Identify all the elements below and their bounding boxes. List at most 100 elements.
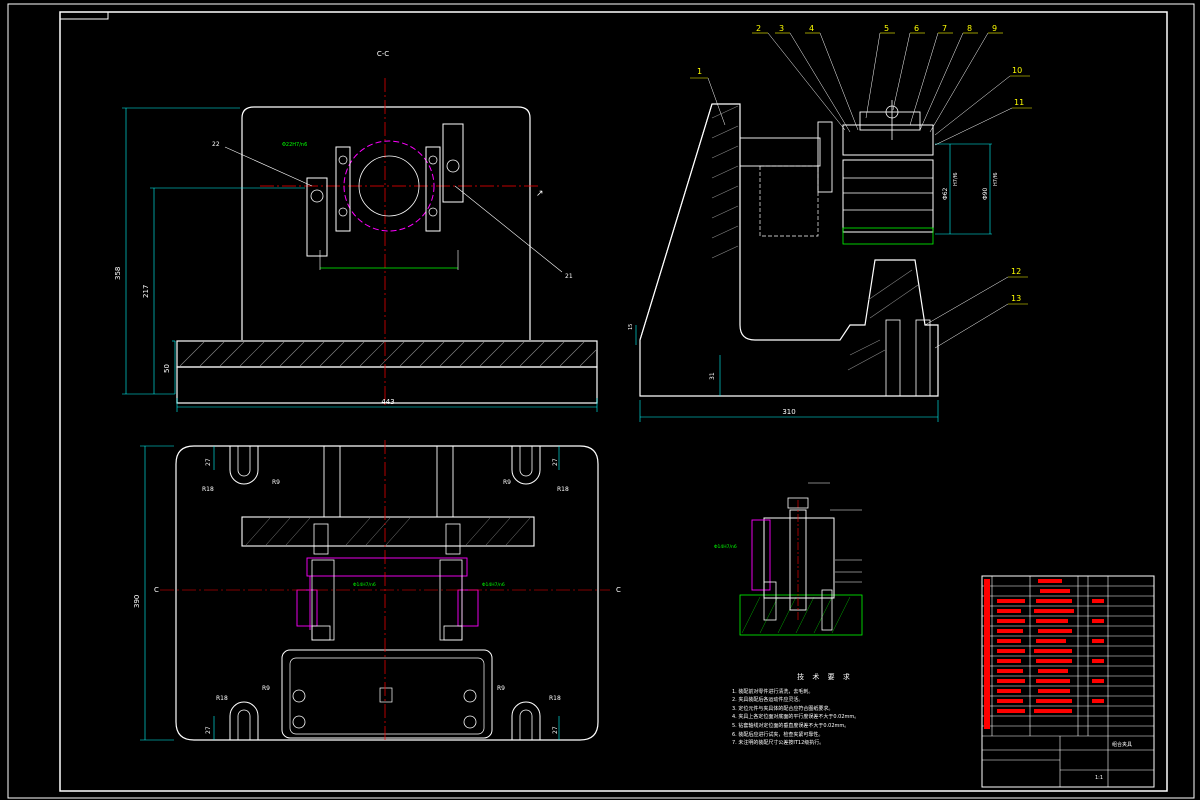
slot-bottom-left <box>229 701 259 740</box>
tech-req-item: 6. 装配后应进行试夹，检查夹紧可靠性。 <box>732 731 824 738</box>
front-ring-outer <box>343 140 435 232</box>
dim-390: 390 <box>133 595 141 608</box>
front-dimensions <box>122 107 598 412</box>
svg-text:10: 10 <box>1012 66 1022 75</box>
balloon-1: 1 <box>690 67 726 126</box>
inner-border <box>59 11 1168 792</box>
radius-r9-tl: R9 <box>272 479 280 486</box>
balloon-10: 10 <box>934 66 1030 136</box>
dim-27-tl: 27 <box>205 458 212 466</box>
dim-27-br: 27 <box>552 726 559 734</box>
dim-27-tr: 27 <box>552 458 559 466</box>
balloon-8: 8 <box>919 24 978 131</box>
front-ring-inner <box>358 155 420 217</box>
slot-bottom-right <box>511 701 541 740</box>
arrow-mark: ↗ <box>536 189 544 199</box>
fit-note-plan-left: Φ14H7/n6 <box>353 582 376 588</box>
front-right-clamp-bar <box>442 123 464 203</box>
dim-443: 443 <box>381 398 394 406</box>
title-block-scale: 1:1 <box>1095 775 1103 781</box>
dim-fit-1: H7/f6 <box>953 172 959 186</box>
callout-leader-22 <box>224 146 313 187</box>
callout-leader-21 <box>454 185 563 273</box>
balloon-3: 3 <box>775 24 851 133</box>
plan-crossbar <box>241 516 535 547</box>
section-marker-left: C <box>154 586 159 594</box>
callout-22: 22 <box>212 141 220 148</box>
technical-requirements: 技 术 要 求 1. 装配前对零件进行清洗，去毛刺。 2. 夹具装配后各运动件应… <box>720 673 970 748</box>
svg-text:11: 11 <box>1014 98 1024 107</box>
svg-text:6: 6 <box>914 24 919 33</box>
svg-text:13: 13 <box>1011 294 1021 303</box>
balloon-9: 9 <box>929 24 1003 133</box>
section-marker-right: C <box>616 586 621 594</box>
fit-note-detail: Φ14H7/n6 <box>714 544 737 550</box>
radius-r18-br: R18 <box>549 695 561 702</box>
tech-req-list: 1. 装配前对零件进行清洗，去毛刺。 2. 夹具装配后各运动件应灵活。 3. 定… <box>720 688 970 748</box>
svg-text:12: 12 <box>1011 267 1021 276</box>
balloon-7: 7 <box>909 24 953 126</box>
side-dimensions <box>635 143 992 422</box>
radius-r18-tl: R18 <box>202 486 214 493</box>
bom-red-text <box>984 579 1104 729</box>
front-right-block <box>425 146 441 232</box>
plan-lower-fixture <box>281 649 493 739</box>
svg-text:3: 3 <box>779 24 784 33</box>
svg-text:1: 1 <box>697 67 702 76</box>
bom-table <box>981 575 1155 788</box>
side-screw-shaft <box>739 137 821 167</box>
tech-req-item: 7. 未注明的装配尺寸公差按IT12级执行。 <box>732 740 825 747</box>
balloon-5: 5 <box>865 24 895 119</box>
tech-req-item: 5. 钻套轴线对定位面的垂直度误差不大于0.02mm。 <box>732 722 850 729</box>
side-balloons: 1 2 3 4 5 6 7 <box>690 24 1032 349</box>
slot-top-right <box>511 446 541 485</box>
svg-text:2: 2 <box>756 24 761 33</box>
side-body-outline <box>639 103 939 397</box>
plan-dimensions <box>140 445 560 741</box>
svg-text:7: 7 <box>942 24 947 33</box>
plan-section-parts <box>296 557 479 630</box>
tech-req-item: 4. 夹具上各定位面对底面的平行度误差不大于0.02mm。 <box>732 714 860 721</box>
detail-view: Φ14H7/n6 <box>714 482 863 636</box>
radius-r9-tr: R9 <box>503 479 511 486</box>
front-left-clamp-bar <box>306 177 328 257</box>
fit-note-front: Φ22H7/n6 <box>282 142 307 148</box>
dim-217: 217 <box>142 285 150 298</box>
callout-21: 21 <box>565 273 573 280</box>
dim-27-bl: 27 <box>205 726 212 734</box>
front-base <box>176 340 598 368</box>
balloon-2: 2 <box>752 24 846 131</box>
radius-r18-tr: R18 <box>557 486 569 493</box>
title-block-design-title: 组合夹具 <box>1112 741 1132 748</box>
side-view: 310 31 15 Φ62 H7/f6 Φ90 H7/f6 <box>628 100 999 422</box>
side-bushing-block <box>842 159 934 233</box>
plan-view: 390 27 27 27 27 R18 R9 R9 R18 R18 R9 R9 … <box>133 440 621 742</box>
svg-text:5: 5 <box>884 24 889 33</box>
tech-req-item: 1. 装配前对零件进行清洗，去毛刺。 <box>732 688 814 695</box>
outer-border <box>7 3 1195 799</box>
slot-top-left <box>229 446 259 485</box>
balloon-4: 4 <box>805 24 859 131</box>
tech-req-item: 2. 夹具装配后各运动件应灵活。 <box>732 697 804 704</box>
balloon-12: 12 <box>924 267 1028 326</box>
radius-r18-bl: R18 <box>216 695 228 702</box>
balloon-11: 11 <box>934 98 1032 146</box>
fit-note-plan-right: Φ14H7/n6 <box>482 582 505 588</box>
front-upright-plate <box>241 106 531 340</box>
dim-fit-2: H7/f6 <box>993 172 999 186</box>
balloon-6: 6 <box>892 24 925 111</box>
dim-bore-90: Φ90 <box>982 187 989 200</box>
dim-15: 15 <box>628 324 634 330</box>
dim-358: 358 <box>114 267 122 280</box>
front-base-lower <box>176 366 598 404</box>
front-view: C-C <box>114 50 598 412</box>
section-label-cc: C-C <box>377 50 389 58</box>
svg-text:9: 9 <box>992 24 997 33</box>
sheet-code-box <box>59 11 109 20</box>
side-hatch <box>711 105 919 371</box>
tech-req-title: 技 术 要 求 <box>797 673 853 681</box>
plan-outline <box>175 445 599 741</box>
dim-31: 31 <box>709 372 716 380</box>
front-left-block <box>335 146 351 232</box>
